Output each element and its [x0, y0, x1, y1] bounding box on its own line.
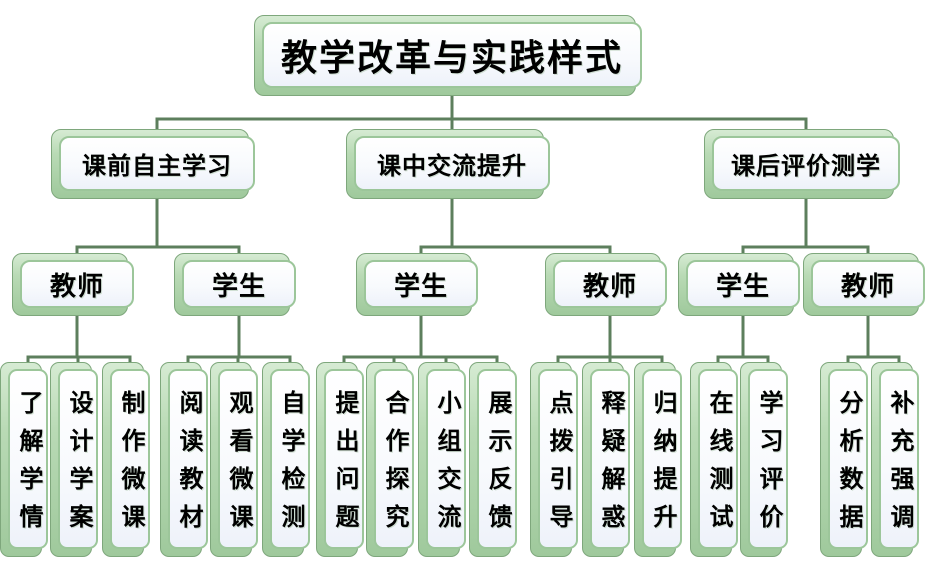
node-role-student-1: 学生	[174, 253, 296, 316]
node-task: 分析数据	[820, 362, 868, 557]
node-phase-in-class: 课中交流提升	[346, 129, 550, 199]
node-task: 在线测试	[690, 362, 738, 557]
node-task: 释疑解惑	[582, 362, 630, 557]
node-title: 教学改革与实践样式	[254, 15, 642, 96]
node-task: 展示反馈	[469, 362, 517, 557]
node-task: 了解学情	[0, 362, 48, 557]
node-phase-before-class: 课前自主学习	[51, 129, 255, 199]
node-task: 小组交流	[418, 362, 466, 557]
node-task: 制作微课	[102, 362, 150, 557]
node-task: 设计学案	[50, 362, 98, 557]
node-task: 自学检测	[262, 362, 310, 557]
node-role-teacher-2: 教师	[545, 253, 667, 316]
node-task: 提出问题	[316, 362, 364, 557]
node-role-student-3: 学生	[678, 253, 800, 316]
node-task: 点拨引导	[530, 362, 578, 557]
node-task: 观看微课	[210, 362, 258, 557]
node-task: 归纳提升	[634, 362, 682, 557]
node-role-student-2: 学生	[356, 253, 478, 316]
node-task: 学习评价	[740, 362, 788, 557]
node-phase-after-class: 课后评价测学	[704, 129, 900, 199]
node-task: 合作探究	[366, 362, 414, 557]
node-role-teacher-1: 教师	[12, 253, 134, 316]
node-task: 补充强调	[871, 362, 919, 557]
node-role-teacher-3: 教师	[803, 253, 925, 316]
chart-title: 教学改革与实践样式	[280, 37, 623, 78]
node-task: 阅读教材	[160, 362, 208, 557]
